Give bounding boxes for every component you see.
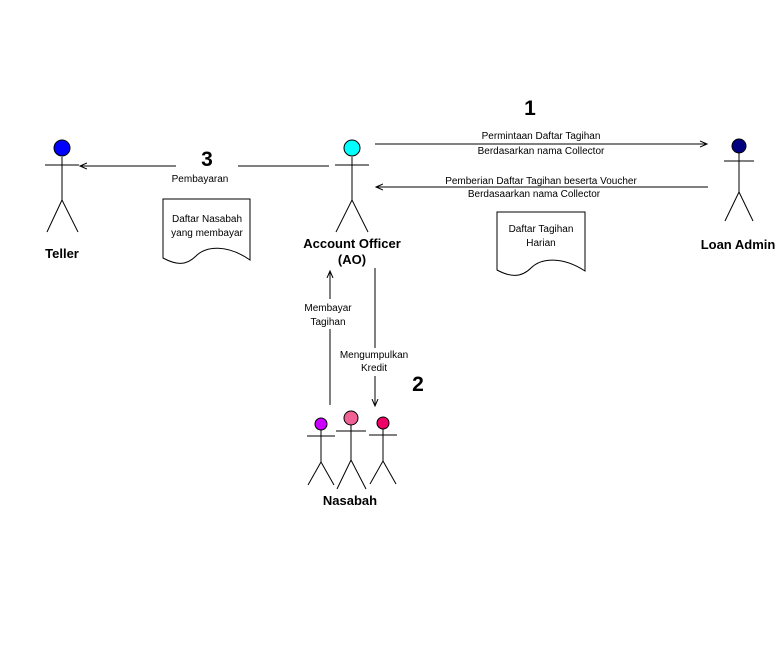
step-number-1: 1 — [524, 97, 536, 120]
document-daftar-tagihan-shape — [496, 211, 586, 276]
nasabah-head-1 — [314, 417, 328, 431]
document-daftar-nasabah-line1: Daftar Nasabah — [172, 214, 242, 225]
nasabah-head-2 — [343, 410, 359, 426]
message-pembayaran: Pembayaran — [172, 174, 229, 185]
account-officer-label: Account Officer — [303, 236, 401, 251]
step-number-2: 2 — [412, 373, 424, 396]
teller-label: Teller — [45, 246, 79, 261]
membayar-label-bg — [298, 299, 354, 329]
message-membayar-line1: Membayar — [304, 303, 352, 314]
message-permintaan-line2: Berdasarkan nama Collector — [478, 146, 605, 157]
document-daftar-nasabah-shape — [162, 198, 251, 264]
loan-admin-head — [731, 138, 747, 154]
teller-head — [53, 139, 71, 157]
step-number-3: 3 — [201, 148, 213, 171]
actor-account-officer — [335, 139, 369, 233]
account-officer-head — [343, 139, 361, 157]
actor-nasabah-group — [307, 410, 397, 490]
message-mengumpulkan-line1: Mengumpulkan — [340, 350, 408, 361]
account-officer-label-abbr: (AO) — [338, 252, 366, 267]
mengumpulkan-label-bg — [335, 348, 413, 376]
loan-admin-label: Loan Admin — [701, 237, 776, 252]
document-daftar-tagihan-line1: Daftar Tagihan — [509, 224, 574, 235]
message-mengumpulkan-line2: Kredit — [361, 363, 387, 374]
actor-teller — [45, 139, 79, 233]
message-membayar-line2: Tagihan — [310, 317, 345, 328]
message-pemberian-line2: Berdasaarkan nama Collector — [468, 189, 601, 200]
actor-loan-admin — [724, 138, 754, 222]
message-pemberian-line1: Pemberian Daftar Tagihan beserta Voucher — [445, 176, 637, 187]
document-daftar-nasabah-line2: yang membayar — [171, 228, 243, 239]
message-permintaan-line1: Permintaan Daftar Tagihan — [482, 131, 601, 142]
nasabah-head-3 — [376, 416, 390, 430]
document-daftar-tagihan-line2: Harian — [526, 238, 555, 249]
nasabah-label: Nasabah — [323, 493, 377, 508]
